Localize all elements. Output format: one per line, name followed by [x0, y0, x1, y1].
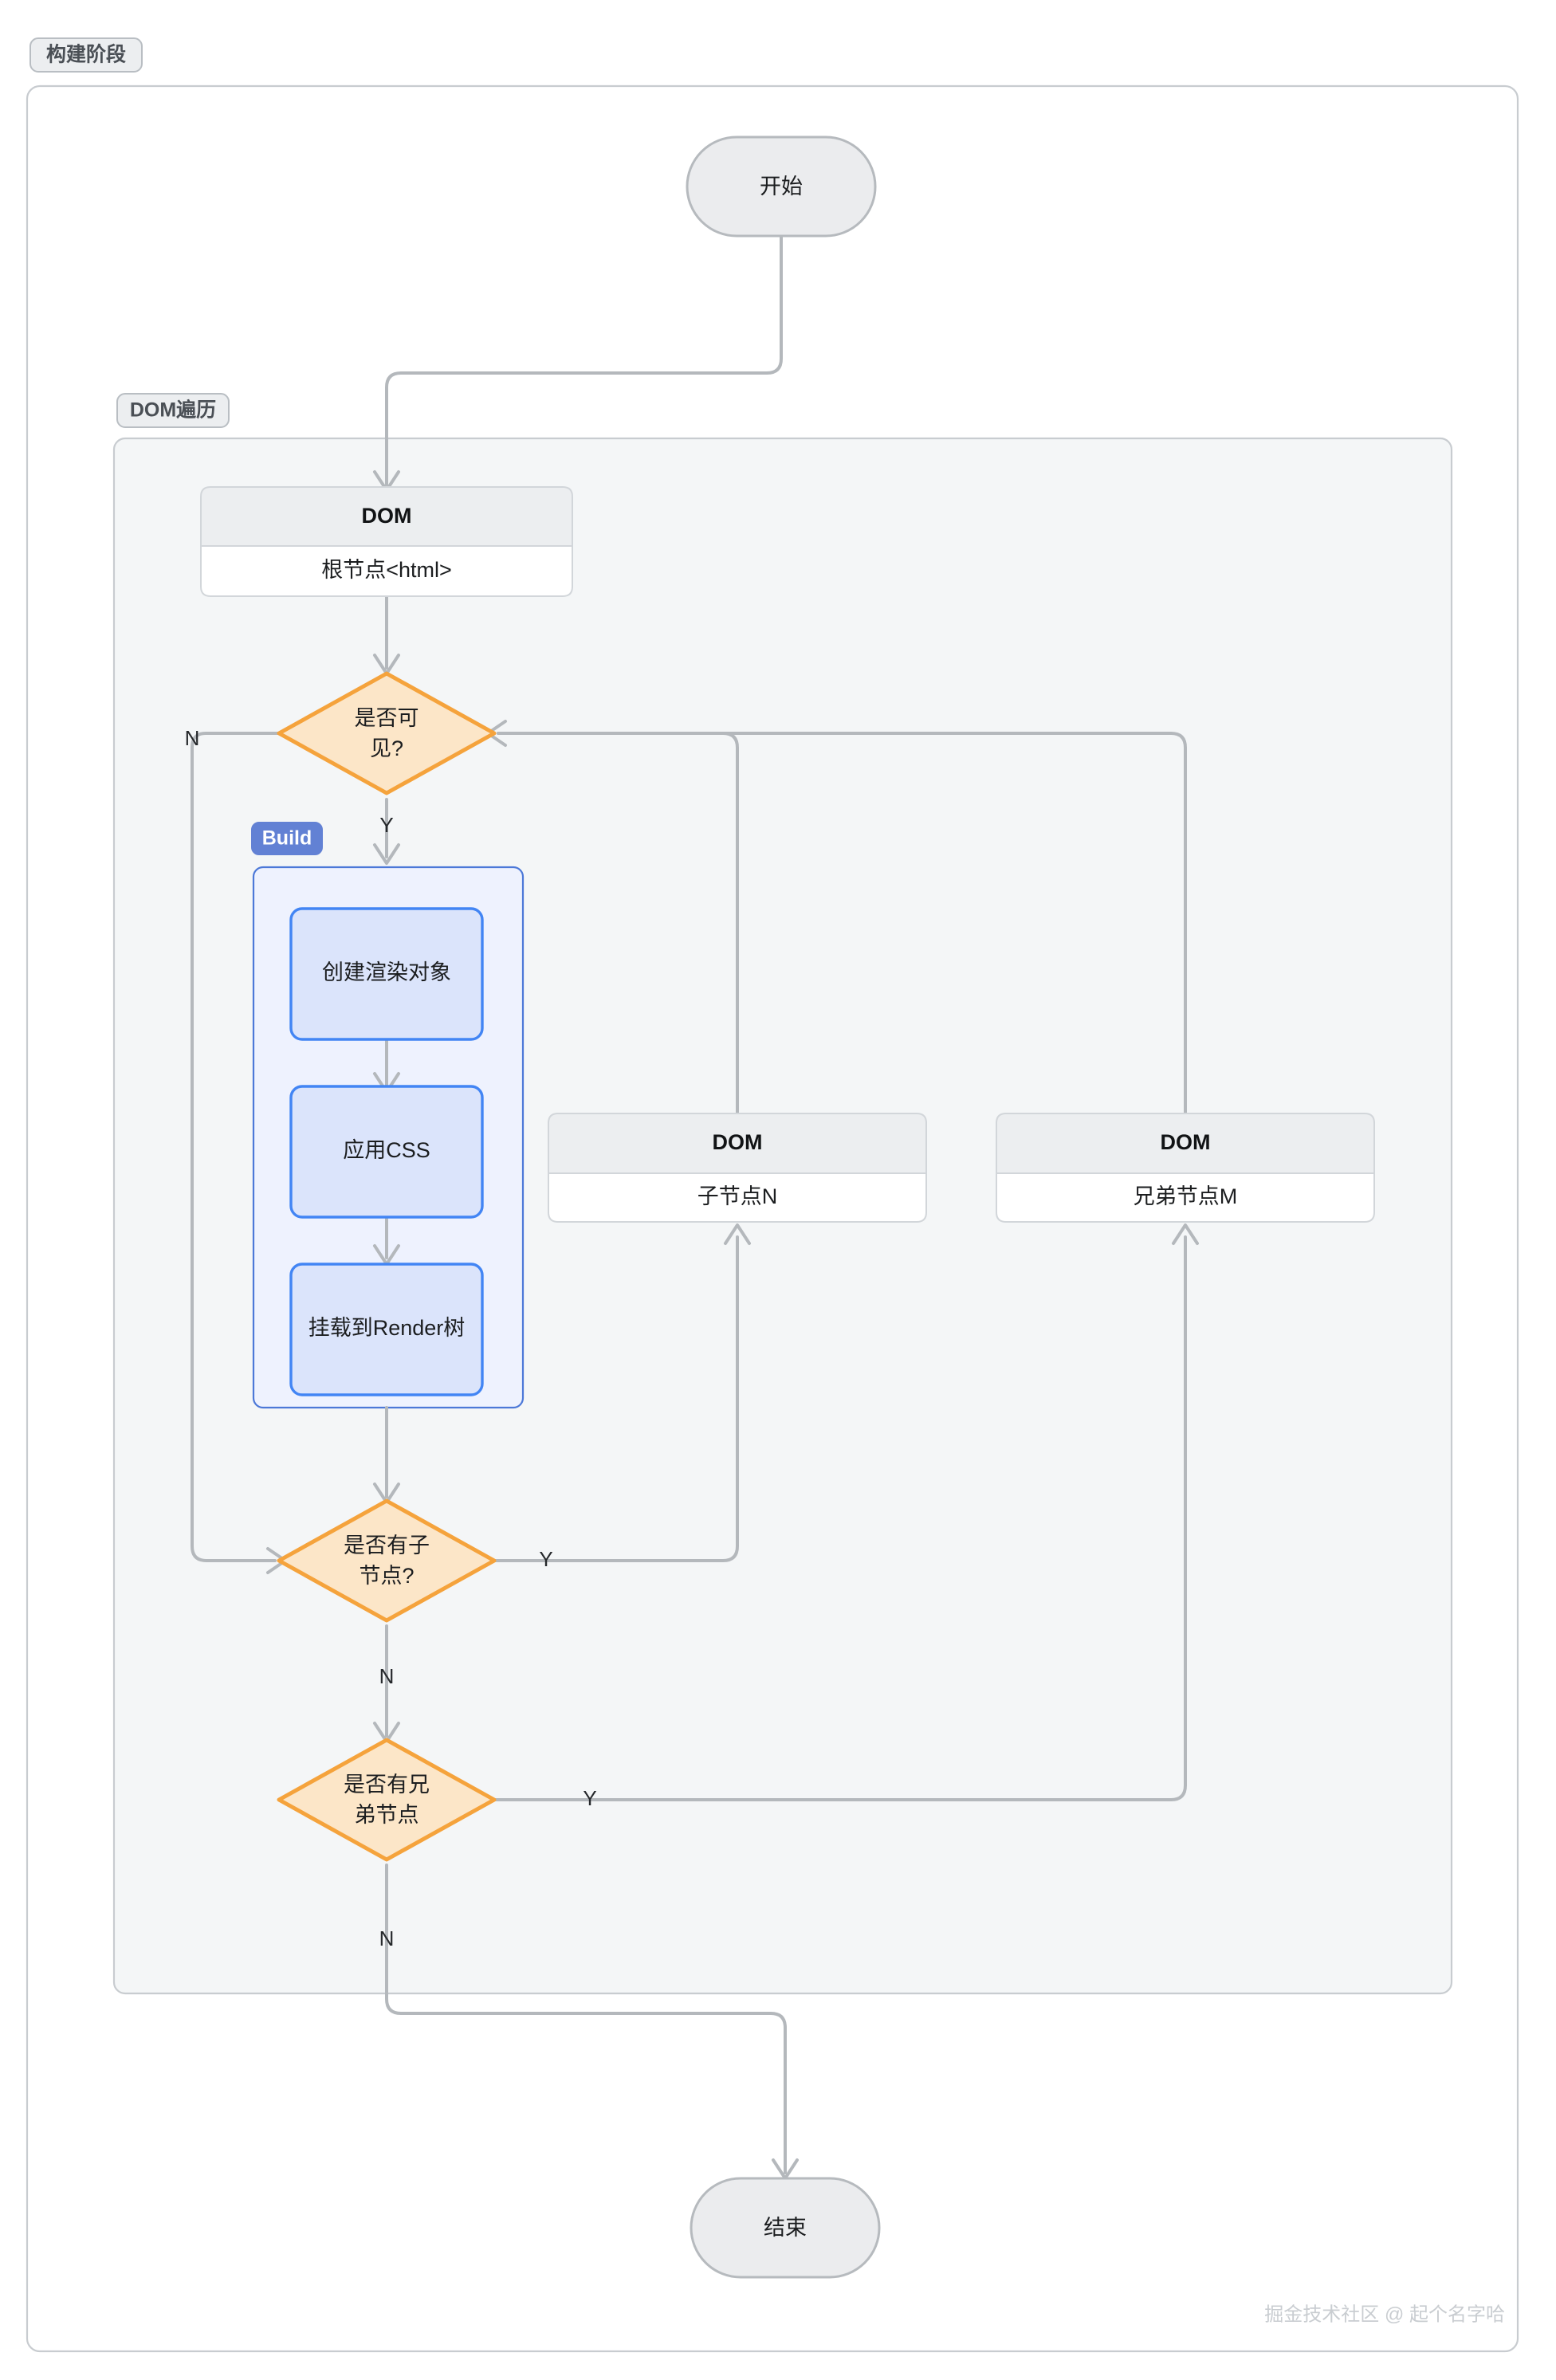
node-decision-visible[interactable]: 是否可 见? — [277, 671, 497, 795]
edge-label-has-child-yes: Y — [539, 1547, 552, 1571]
node-dom-child-body-label: 子节点N — [697, 1184, 778, 1208]
node-dom-sibling-header-bg — [996, 1113, 1375, 1174]
subgraph-build-phase-label: 构建阶段 — [46, 43, 126, 66]
node-create-render-object-label: 创建渲染对象 — [322, 960, 451, 984]
node-mount-render-tree[interactable] — [289, 1263, 484, 1396]
edge-has-sibling-no-to-end — [385, 1864, 787, 2174]
node-decision-has-child[interactable]: 是否有子 节点? — [277, 1498, 497, 1623]
edge-dom-sibling-to-visible — [497, 732, 1187, 1125]
edge-visible-no-to-has-child — [191, 732, 291, 1562]
node-decision-has-child-shape — [277, 1498, 497, 1623]
node-dom-root-header-label: DOM — [362, 504, 412, 528]
subgraph-dom-traversal-chip — [116, 393, 230, 428]
edge-label-has-sibling-yes: Y — [583, 1786, 596, 1810]
edge-arrowhead-dom-sibling — [1172, 1223, 1199, 1245]
edge-arrowhead-dom-child — [724, 1223, 751, 1245]
node-dom-root-body-bg — [200, 545, 573, 597]
edge-label-has-sibling-no: N — [379, 1926, 395, 1950]
watermark: 掘金技术社区 @ 起个名字哈 — [1264, 2303, 1505, 2325]
edge-start-to-dom-root — [385, 235, 783, 486]
node-dom-root[interactable]: DOM 根节点<html> — [200, 486, 573, 597]
node-mount-render-tree-label: 挂载到Render树 — [308, 1316, 466, 1340]
node-decision-has-sibling-line2: 弟节点 — [355, 1803, 419, 1827]
node-dom-child-header-label: DOM — [713, 1130, 763, 1154]
node-create-render-object[interactable] — [289, 907, 484, 1041]
node-decision-has-sibling-line1: 是否有兄 — [344, 1773, 430, 1797]
node-dom-child-header-bg — [548, 1113, 927, 1174]
subgraph-build-chip — [251, 822, 323, 855]
node-dom-sibling[interactable]: DOM 兄弟节点M — [996, 1113, 1375, 1223]
node-decision-visible-line2: 见? — [370, 736, 403, 760]
node-end[interactable] — [690, 2177, 881, 2279]
subgraph-build-label: Build — [262, 827, 312, 850]
node-end-label: 结束 — [764, 2216, 807, 2240]
node-start-label: 开始 — [760, 175, 803, 198]
subgraph-build-phase-chip — [29, 37, 143, 73]
node-dom-sibling-body-label: 兄弟节点M — [1134, 1184, 1238, 1208]
node-decision-has-child-line1: 是否有子 — [344, 1534, 430, 1557]
edge-arrowhead-build — [373, 843, 400, 865]
node-decision-visible-shape — [277, 671, 497, 795]
edge-label-visible-no: N — [185, 726, 200, 750]
node-apply-css-label: 应用CSS — [343, 1138, 430, 1162]
node-dom-child-body-bg — [548, 1172, 927, 1223]
subgraph-dom-traversal-label: DOM遍历 — [130, 399, 216, 422]
node-decision-has-child-line2: 节点? — [359, 1564, 414, 1588]
edge-label-has-child-no: N — [379, 1664, 395, 1688]
node-decision-visible-line1: 是否可 — [355, 706, 419, 730]
node-dom-root-header-bg — [200, 486, 573, 547]
edge-has-child-yes-to-dom-child — [481, 1235, 739, 1562]
node-apply-css[interactable] — [289, 1085, 484, 1219]
edge-has-sibling-yes-to-dom-sibling — [481, 1235, 1187, 1801]
node-dom-root-body-label: 根节点<html> — [321, 558, 452, 582]
node-dom-child[interactable]: DOM 子节点N — [548, 1113, 927, 1223]
node-dom-sibling-header-label: DOM — [1161, 1130, 1211, 1154]
node-decision-has-sibling-shape — [277, 1738, 497, 1862]
node-decision-has-sibling[interactable]: 是否有兄 弟节点 — [277, 1738, 497, 1862]
node-start[interactable] — [686, 135, 877, 238]
node-dom-sibling-body-bg — [996, 1172, 1375, 1223]
edge-label-visible-yes: Y — [379, 813, 393, 837]
